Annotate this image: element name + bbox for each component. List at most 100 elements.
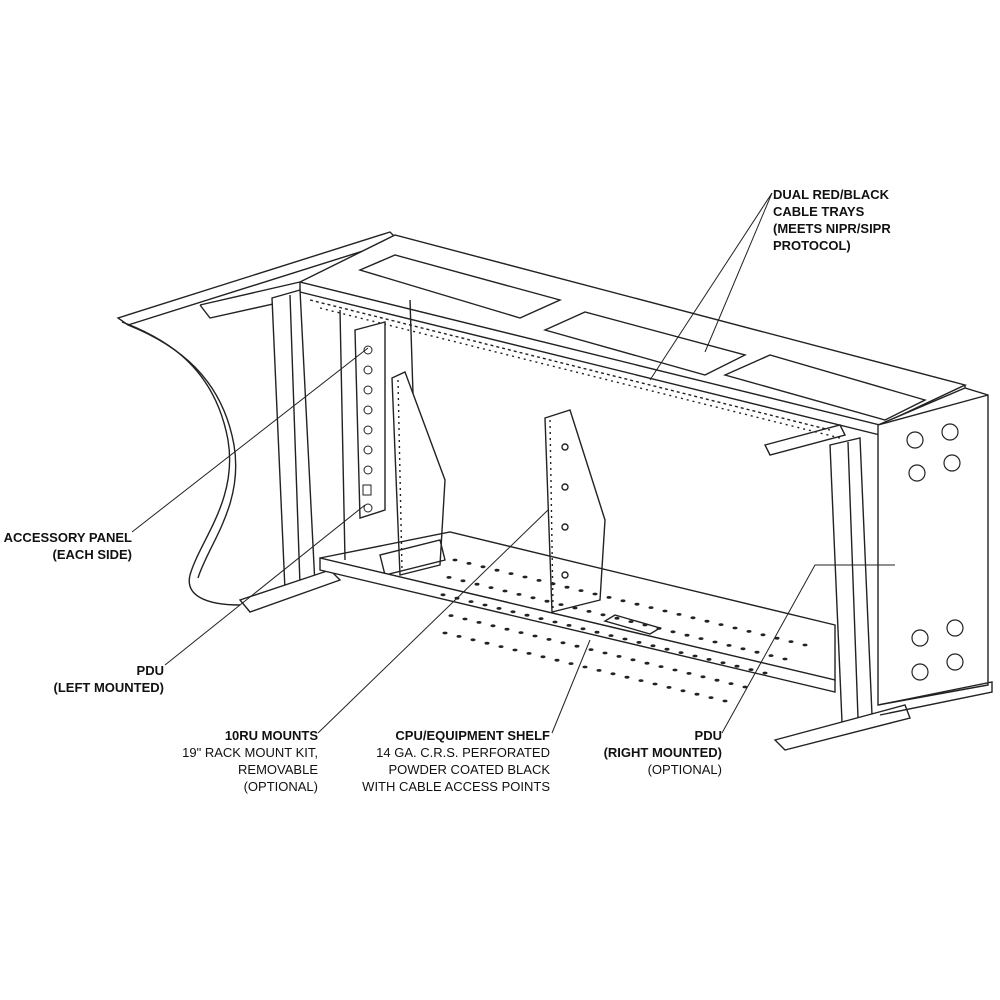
shelf-perforation: [748, 668, 754, 671]
shelf-perforation: [460, 579, 466, 583]
label-line: (MEETS NIPR/SIPR: [773, 221, 891, 236]
label-pdu-left: PDU (LEFT MOUNTED): [54, 662, 164, 696]
shelf-perforation: [448, 614, 454, 617]
label-line: 19" RACK MOUNT KIT,: [182, 745, 318, 760]
shelf-perforation: [456, 635, 462, 638]
shelf-perforation: [694, 692, 700, 696]
shelf-perforation: [740, 647, 746, 651]
shelf-perforation: [594, 630, 600, 634]
shelf-perforation: [676, 613, 682, 616]
label-line: (OPTIONAL): [647, 762, 722, 777]
shelf-perforation: [630, 658, 636, 662]
shelf-perforation: [624, 675, 630, 679]
shelf-perforation: [698, 637, 704, 640]
shelf-perforation: [634, 602, 640, 606]
shelf-perforation: [466, 562, 472, 565]
leader-lines: [131, 192, 895, 734]
shelf-perforation: [442, 631, 448, 635]
shelf-perforation: [592, 592, 598, 596]
shelf-perforation: [768, 654, 774, 657]
shelf-perforation: [704, 619, 710, 623]
shelf-perforation: [650, 644, 656, 648]
shelf-perforation: [522, 575, 528, 579]
shelf-perforation: [734, 664, 740, 668]
shelf-perforation: [608, 634, 614, 637]
shelf-perforation: [572, 606, 578, 610]
shelf-perforation: [726, 644, 732, 647]
shelf-perforation: [538, 617, 544, 620]
label-line: (OPTIONAL): [243, 779, 318, 794]
top-frame: [199, 234, 968, 456]
shelf-perforation: [754, 650, 760, 654]
shelf-perforation: [706, 658, 712, 661]
label-line: DUAL RED/BLACK: [773, 187, 890, 202]
label-line: CPU/EQUIPMENT SHELF: [395, 728, 550, 743]
shelf-perforation: [504, 627, 510, 631]
shelf-perforation: [496, 607, 502, 610]
shelf-perforation: [586, 610, 592, 613]
shelf-perforation: [476, 621, 482, 624]
shelf-perforation: [480, 565, 486, 569]
shelf-perforation: [728, 682, 734, 685]
shelf-perforation: [508, 572, 514, 575]
equipment-shelf: [319, 531, 836, 703]
shelf-perforation: [440, 593, 446, 597]
label-rack-mounts: 10RU MOUNTS 19" RACK MOUNT KIT, REMOVABL…: [182, 727, 318, 795]
shelf-perforation: [732, 626, 738, 630]
shelf-perforation: [614, 616, 620, 620]
shelf-perforation: [564, 585, 570, 589]
label-line: PROTOCOL): [773, 238, 851, 253]
shelf-perforation: [652, 682, 658, 686]
cable-tray-opening-3: [722, 354, 927, 421]
shelf-perforation: [802, 643, 808, 647]
label-line: ACCESSORY PANEL: [3, 530, 132, 545]
shelf-perforation: [474, 582, 480, 586]
label-line: 14 GA. C.R.S. PERFORATED: [376, 745, 550, 760]
label-line: (LEFT MOUNTED): [53, 680, 164, 695]
label-line: REMOVABLE: [238, 762, 318, 777]
shelf-perforation: [610, 672, 616, 676]
shelf-perforation: [490, 624, 496, 628]
shelf-perforation: [788, 640, 794, 643]
shelf-perforation: [662, 609, 668, 613]
shelf-perforation: [712, 640, 718, 644]
shelf-perforation: [742, 685, 748, 689]
shelf-perforation: [488, 586, 494, 589]
left-leg: [238, 289, 342, 613]
shelf-perforation: [690, 616, 696, 620]
label-line: (EACH SIDE): [52, 547, 132, 562]
shelf-perforation: [470, 638, 476, 642]
shelf-perforation: [554, 658, 560, 662]
shelf-perforation: [568, 662, 574, 665]
label-line: PDU: [136, 663, 164, 678]
right-side-panel: [877, 387, 993, 716]
shelf-perforation: [678, 651, 684, 654]
shelf-perforation: [544, 599, 550, 603]
shelf-perforation: [588, 648, 594, 651]
shelf-perforation: [606, 596, 612, 599]
label-pdu-right: PDU (RIGHT MOUNTED) (OPTIONAL): [604, 727, 722, 778]
label-line: CABLE TRAYS: [773, 204, 865, 219]
shelf-perforation: [760, 633, 766, 637]
shelf-perforation: [546, 638, 552, 641]
shelf-perforation: [452, 558, 458, 562]
shelf-perforation: [700, 675, 706, 679]
shelf-perforation: [578, 589, 584, 592]
shelf-perforation: [628, 620, 634, 623]
shelf-perforation: [498, 645, 504, 648]
shelf-perforation: [602, 651, 608, 655]
shelf-perforation: [672, 668, 678, 672]
rack-mount-right: [544, 409, 606, 613]
shelf-perforation: [666, 686, 672, 689]
shelf-perforation: [530, 596, 536, 600]
shelf-perforation: [540, 655, 546, 659]
shelf-perforation: [494, 568, 500, 572]
shelf-perforation: [684, 633, 690, 637]
shelf-perforation: [446, 576, 452, 579]
shelf-perforation: [720, 661, 726, 665]
shelf-perforation: [600, 613, 606, 617]
shelf-perforation: [686, 672, 692, 675]
shelf-perforation: [512, 648, 518, 652]
shelf-perforation: [692, 654, 698, 658]
shelf-perforation: [664, 647, 670, 651]
